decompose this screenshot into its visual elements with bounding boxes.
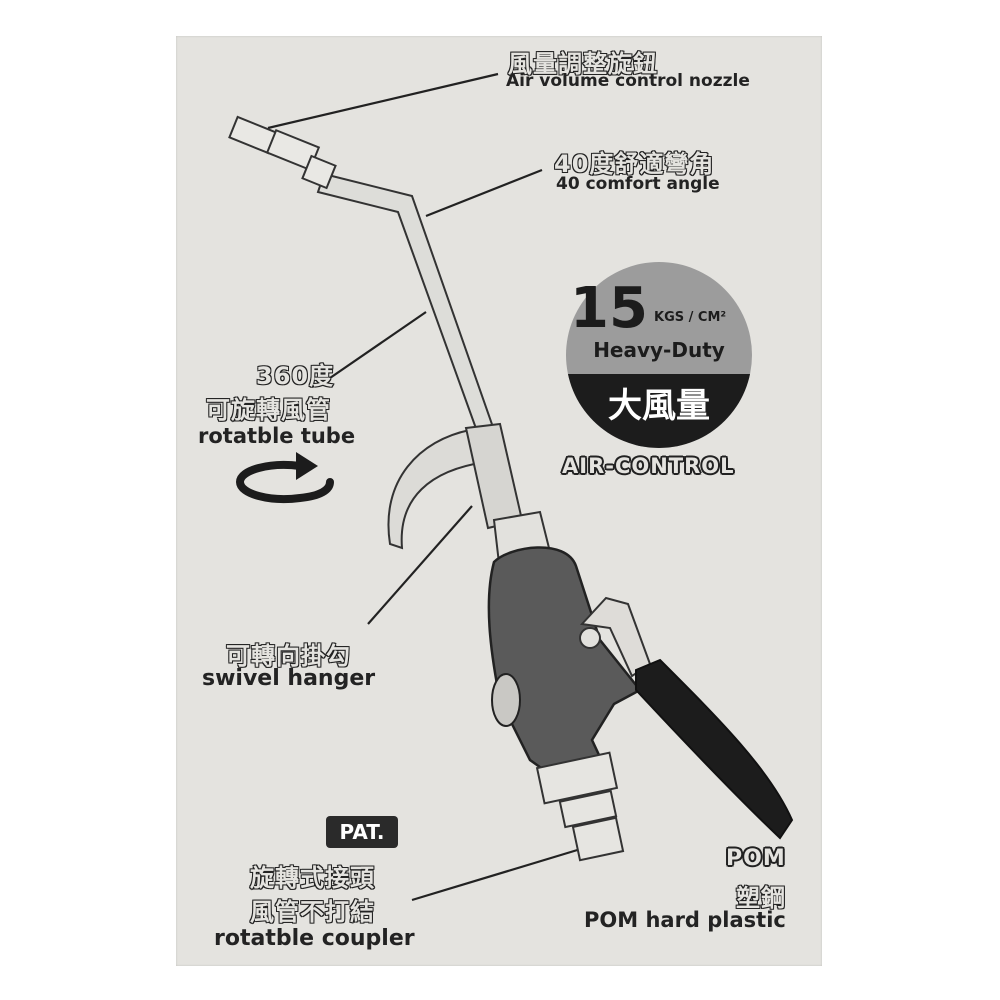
pressure-badge-band bbox=[566, 374, 752, 448]
pom-label-2: 塑鋼 bbox=[735, 883, 786, 913]
pressure-value: 15 bbox=[570, 276, 648, 341]
nozzle-tip bbox=[228, 115, 337, 190]
coupler-label-cn-1: 旋轉式接頭 bbox=[249, 863, 375, 893]
pat-badge: PAT. bbox=[326, 816, 398, 848]
grip-body bbox=[487, 546, 642, 782]
tube-label-en: rotatble tube bbox=[198, 424, 356, 448]
hanger-label-en: swivel hanger bbox=[202, 666, 376, 691]
pom-label-1: POM bbox=[726, 846, 786, 871]
coupler-label-en: rotatble coupler bbox=[214, 926, 415, 951]
nozzle-label-en: Air volume control nozzle bbox=[506, 71, 750, 91]
leader-coupler bbox=[411, 846, 585, 902]
pressure-badge: 15 KGS / CM² Heavy-Duty 大風量 bbox=[566, 262, 752, 448]
coupler bbox=[535, 751, 625, 862]
angle-label-cn: 40度舒適彎角 bbox=[553, 149, 715, 179]
coupler-label-cn-2: 風管不打結 bbox=[249, 897, 375, 927]
pom-label-en: POM hard plastic bbox=[584, 908, 786, 932]
rotate-arrow-icon bbox=[235, 461, 334, 503]
nozzle-label-cn: 風量調整旋鈕 bbox=[507, 49, 658, 79]
swivel-hook bbox=[387, 428, 488, 550]
leader-angle bbox=[425, 168, 543, 218]
pressure-unit: KGS / CM² bbox=[654, 310, 727, 325]
lever bbox=[635, 658, 794, 840]
angle-label-en: 40 comfort angle bbox=[556, 174, 720, 194]
air-control-label: AIR-CONTROL bbox=[562, 454, 735, 478]
leader-nozzle bbox=[267, 72, 499, 130]
leader-hanger bbox=[367, 505, 473, 625]
tube-label-cn-1: 360度 bbox=[255, 361, 335, 391]
heavy-duty-label: Heavy-Duty bbox=[593, 338, 725, 362]
hanger-label-cn: 可轉向掛勾 bbox=[225, 641, 351, 671]
tube-label-cn-2: 可旋轉風管 bbox=[205, 395, 331, 425]
tube bbox=[316, 172, 496, 436]
pressure-badge-circle bbox=[566, 262, 752, 448]
leader-tube bbox=[329, 311, 427, 379]
big-airflow-label: 大風量 bbox=[608, 386, 710, 426]
